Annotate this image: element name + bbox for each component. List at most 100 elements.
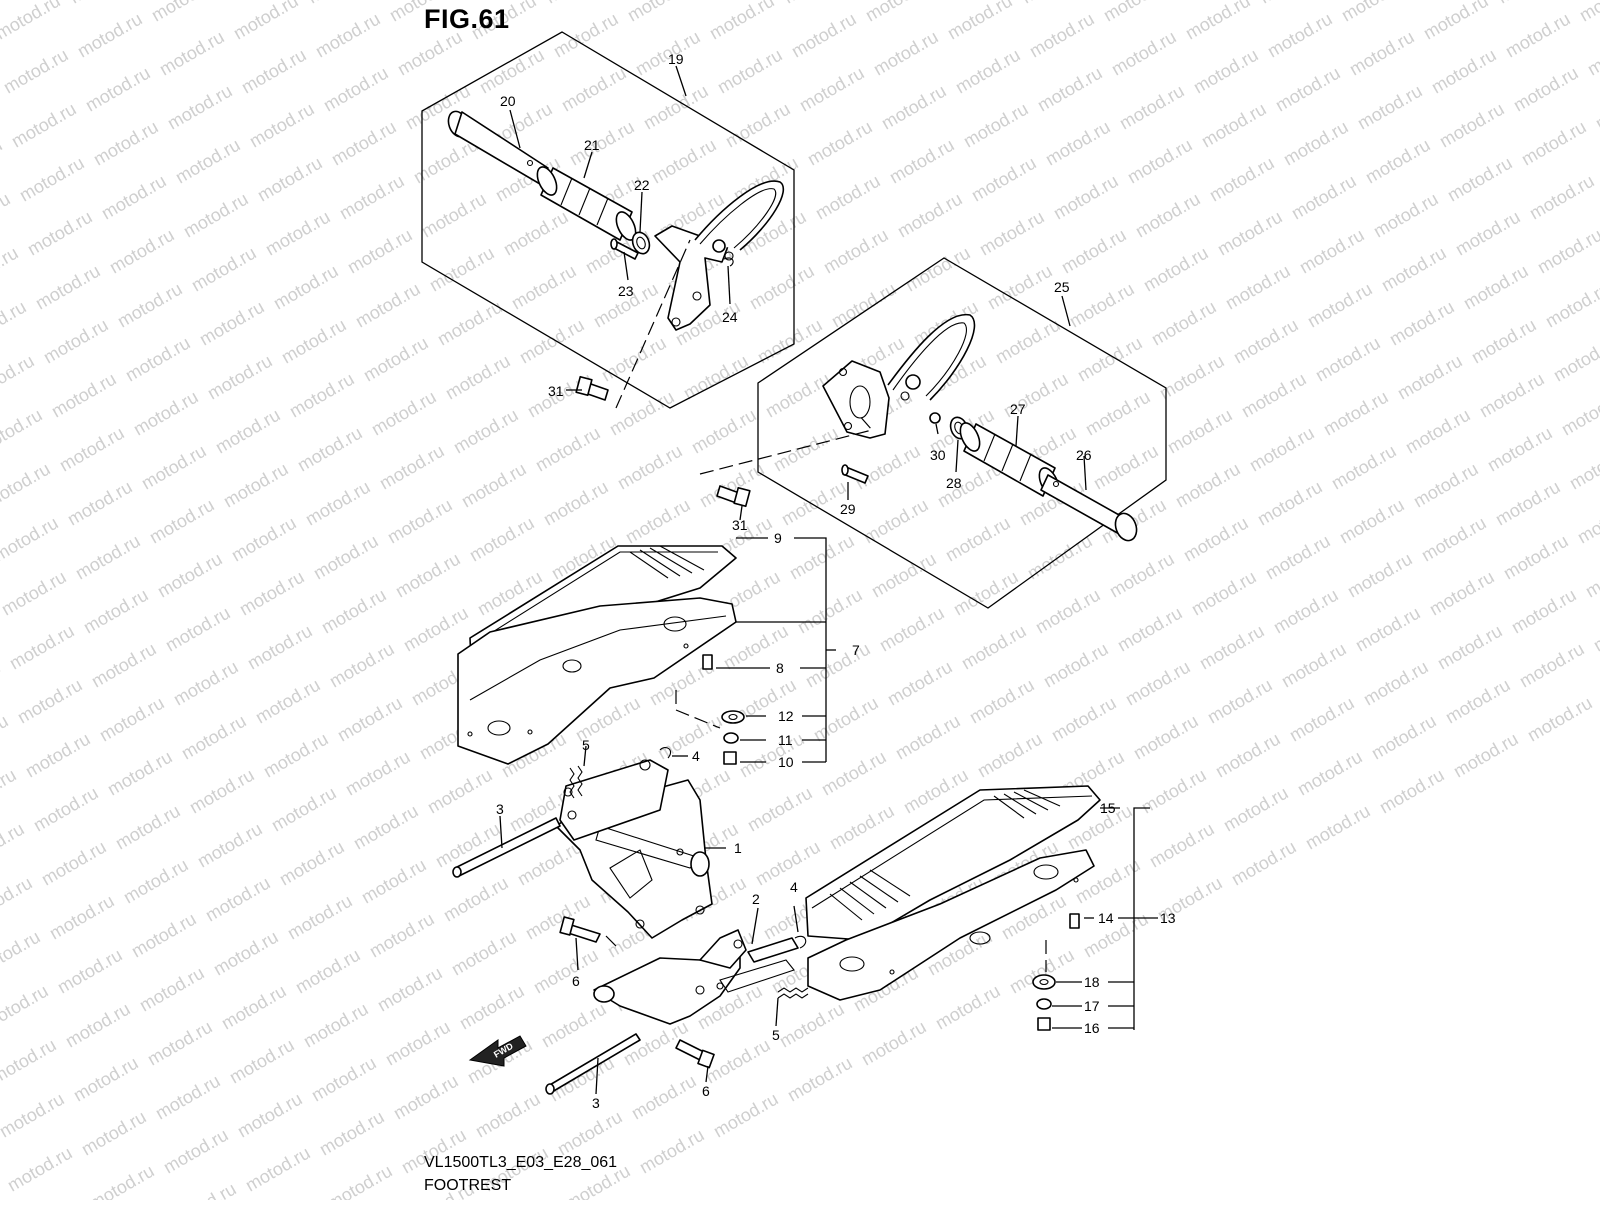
watermark-text: motod.ru (156, 27, 228, 80)
clip-4-upper (659, 747, 672, 759)
watermark-text: motod.ru (622, 495, 694, 548)
watermark-text: motod.ru (810, 693, 882, 746)
callout-5a: 5 (582, 737, 590, 753)
watermark-text: motod.ru (4, 1143, 76, 1196)
watermark-text: motod.ru (112, 801, 184, 854)
watermark-text: motod.ru (1376, 765, 1448, 818)
watermark-text: motod.ru (958, 621, 1030, 674)
watermark-text: motod.ru (968, 153, 1040, 206)
watermark-text: motod.ru (878, 81, 950, 134)
watermark-text: motod.ru (0, 873, 36, 926)
watermark-text: motod.ru (220, 459, 292, 512)
watermark-text: motod.ru (826, 801, 898, 854)
watermark-text: motod.ru (24, 207, 96, 260)
watermark-text: motod.ru (172, 135, 244, 188)
washer-22 (631, 231, 651, 255)
watermark-text: motod.ru (234, 1089, 306, 1142)
watermark-text: motod.ru (1238, 369, 1310, 422)
watermark-text: motod.ru (702, 1035, 774, 1088)
washer-18 (1032, 974, 1056, 990)
watermark-text: motod.ru (736, 729, 808, 782)
watermark-text: motod.ru (1492, 477, 1564, 530)
watermark-text: motod.ru (746, 261, 818, 314)
watermark-text: motod.ru (390, 1071, 462, 1124)
watermark-text: motod.ru (294, 423, 366, 476)
watermark-text: motod.ru (0, 567, 70, 620)
watermark-text: motod.ru (1450, 729, 1522, 782)
drawing-code: VL1500TL3_E03_E28_061 (424, 1154, 618, 1171)
callout-2: 2 (752, 891, 760, 907)
watermark-text: motod.ru (72, 531, 144, 584)
callout-17: 17 (1084, 998, 1100, 1014)
clip-24 (723, 257, 734, 267)
callout-25: 25 (1054, 279, 1070, 295)
watermark-text: motod.ru (74, 9, 146, 62)
watermark-text: motod.ru (230, 0, 302, 43)
callout-23: 23 (618, 283, 634, 299)
watermark-text: motod.ru (1328, 441, 1400, 494)
callout-24: 24 (722, 309, 738, 325)
watermark-text: motod.ru (46, 891, 118, 944)
callout-3b: 3 (592, 1095, 600, 1111)
watermark-text: motod.ru (40, 315, 112, 368)
watermark-text: motod.ru (80, 585, 152, 638)
watermark-text: motod.ru (120, 855, 192, 908)
watermark-text: motod.ru (320, 63, 392, 116)
watermark-text: motod.ru (554, 1107, 626, 1160)
watermark-text: motod.ru (1354, 81, 1426, 134)
bolt-29 (841, 464, 869, 484)
watermark-text: motod.ru (566, 117, 638, 170)
watermark-text: motod.ru (1368, 711, 1440, 764)
watermark-text: motod.ru (722, 99, 794, 152)
watermark-text: motod.ru (828, 279, 900, 332)
watermark-text: motod.ru (1040, 639, 1112, 692)
watermark-text: motod.ru (820, 225, 892, 278)
watermark-text: motod.ru (418, 189, 490, 242)
watermark-text: motod.ru (1294, 747, 1366, 800)
callout-30: 30 (930, 447, 946, 463)
callout-1: 1 (734, 840, 742, 856)
watermark-text: motod.ru (90, 117, 162, 170)
watermark-text: motod.ru (1394, 351, 1466, 404)
watermark-text: motod.ru (448, 927, 520, 980)
watermark-text: motod.ru (48, 369, 120, 422)
watermark-text: motod.ru (680, 351, 752, 404)
watermark-text: motod.ru (168, 1179, 240, 1200)
watermark-text: motod.ru (170, 657, 242, 710)
washer-12 (721, 710, 745, 724)
watermark-text: motod.ru (0, 1035, 60, 1088)
watermark-text: motod.ru (1246, 423, 1318, 476)
watermark-text: motod.ru (336, 171, 408, 224)
watermark-text: motod.ru (262, 207, 334, 260)
watermark-text: motod.ru (1428, 45, 1500, 98)
watermark-text: motod.ru (714, 45, 786, 98)
watermark-text: motod.ru (374, 963, 446, 1016)
watermark-text: motod.ru (260, 729, 332, 782)
watermark-text: motod.ru (1526, 171, 1598, 224)
callout-4b: 4 (790, 879, 798, 895)
watermark-text: motod.ru (442, 351, 514, 404)
watermark-text: motod.ru (752, 837, 824, 890)
watermark-text: motod.ru (1574, 495, 1600, 548)
watermark-text: motod.ru (1286, 693, 1358, 746)
watermark-text: motod.ru (300, 999, 372, 1052)
watermark-text: motod.ru (1026, 9, 1098, 62)
watermark-text: motod.ru (1468, 315, 1540, 368)
watermark-text: motod.ru (500, 207, 572, 260)
watermark-text: motod.ru (78, 1107, 150, 1160)
watermark-text: motod.ru (244, 621, 316, 674)
watermark-text: motod.ru (1256, 0, 1328, 7)
watermark-text: motod.ru (1190, 45, 1262, 98)
bolt-8 (702, 654, 713, 670)
watermark-text: motod.ru (886, 135, 958, 188)
watermark-text: motod.ru (180, 189, 252, 242)
callout-16: 16 (1084, 1020, 1100, 1036)
watermark-text: motod.ru (876, 603, 948, 656)
watermark-text: motod.ru (0, 405, 46, 458)
watermark-text: motod.ru (384, 495, 456, 548)
watermark-text: motod.ru (96, 693, 168, 746)
callout-11: 11 (778, 732, 793, 748)
watermark-text: motod.ru (1114, 603, 1186, 656)
watermark-text: motod.ru (1566, 441, 1600, 494)
watermark-text: motod.ru (324, 1161, 396, 1200)
